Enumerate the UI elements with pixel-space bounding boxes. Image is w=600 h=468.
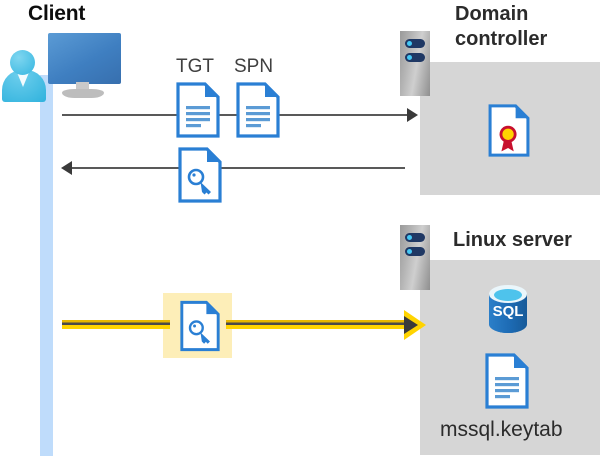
response-arrow-line xyxy=(72,167,405,169)
domain-controller-label-line1: Domain xyxy=(455,3,529,25)
rack-led-bottom xyxy=(405,53,425,62)
response-arrow-head xyxy=(61,161,72,175)
rack-led-bottom xyxy=(405,247,425,256)
domain-controller-label: Domain controller xyxy=(455,2,595,52)
service-ticket-arrow-line-left xyxy=(62,320,170,329)
keytab-filename-label: mssql.keytab xyxy=(440,418,563,441)
rack-led-top xyxy=(405,233,425,242)
service-ticket-arrow-head-inner xyxy=(404,316,418,334)
service-ticket-key-document-icon xyxy=(180,300,220,352)
request-arrow-line xyxy=(62,114,407,116)
sql-database-icon: SQL xyxy=(484,283,532,340)
domain-controller-rack-icon xyxy=(400,31,430,96)
monitor-base-icon xyxy=(62,89,104,98)
spn-label: SPN xyxy=(234,56,274,77)
client-label: Client xyxy=(28,2,86,25)
linux-server-label: Linux server xyxy=(453,229,572,251)
user-head-icon xyxy=(10,50,35,75)
request-arrow-head xyxy=(407,108,418,122)
monitor-neck-icon xyxy=(76,82,89,93)
monitor-screen-icon xyxy=(48,33,121,84)
spn-document-icon xyxy=(236,82,280,138)
keytab-document-icon xyxy=(485,353,529,409)
key-document-icon xyxy=(178,147,222,203)
domain-controller-label-line2: controller xyxy=(455,28,548,50)
linux-server-rack-icon xyxy=(400,225,430,290)
tgt-document-icon xyxy=(176,82,220,138)
certificate-document-icon xyxy=(488,104,530,157)
client-lifeline xyxy=(40,75,53,456)
rack-led-top xyxy=(405,39,425,48)
service-ticket-arrow-line-right xyxy=(226,320,406,329)
svg-text:SQL: SQL xyxy=(493,303,524,320)
tgt-label: TGT xyxy=(176,56,214,77)
